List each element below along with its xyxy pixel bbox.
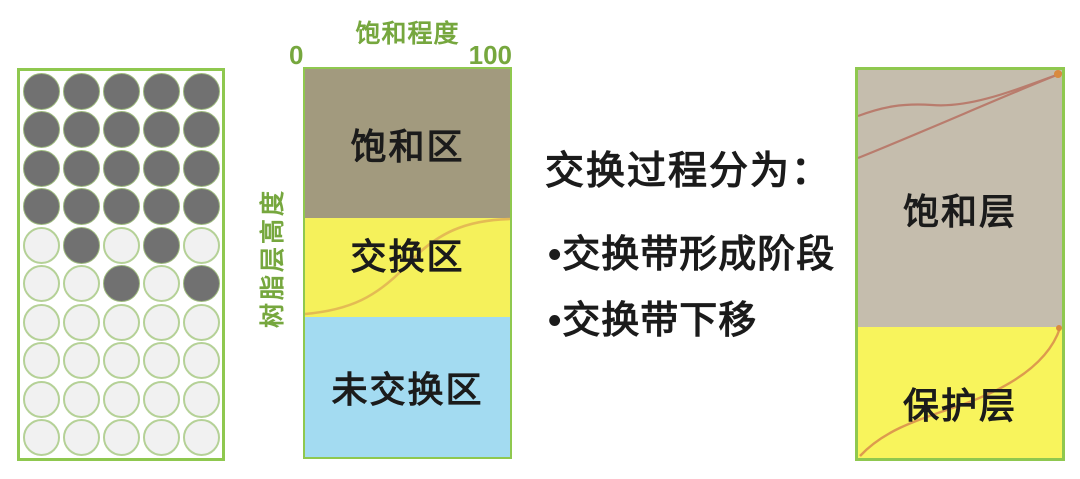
zone-exchange-label: 交换区	[350, 235, 465, 277]
saturated-bead	[62, 226, 100, 264]
bullet-exchange-band-formation: •交换带形成阶段	[548, 234, 836, 276]
saturated-bead	[102, 111, 140, 149]
saturated-bead	[142, 111, 180, 149]
saturation-degree-axis-title: 饱和程度	[355, 20, 460, 48]
saturated-bead	[102, 149, 140, 187]
resin-height-axis-label: 树脂层高度	[259, 187, 287, 329]
saturated-bead	[22, 72, 60, 110]
saturated-bead	[182, 188, 220, 226]
zone-unexchanged: 未交换区	[305, 317, 510, 457]
fresh-bead	[22, 419, 60, 457]
zone-saturated-label: 饱和区	[350, 125, 465, 167]
fresh-bead	[142, 265, 180, 303]
fresh-bead	[102, 419, 140, 457]
bullet-exchange-band-moves-down: •交换带下移	[548, 300, 758, 342]
fresh-bead	[22, 226, 60, 264]
fresh-bead	[102, 226, 140, 264]
saturated-bead	[142, 226, 180, 264]
fresh-bead	[182, 419, 220, 457]
fresh-bead	[62, 303, 100, 341]
saturation-profile-chart: 饱和区 交换区 未交换区	[303, 67, 512, 459]
saturated-bead	[22, 111, 60, 149]
bead-grid	[21, 72, 221, 457]
resin-bed-layers-panel: 饱和层 保护层	[855, 67, 1065, 461]
zone-saturated: 饱和区	[305, 69, 510, 218]
fresh-bead	[62, 265, 100, 303]
saturated-bead	[62, 111, 100, 149]
fresh-bead	[62, 380, 100, 418]
fresh-bead	[182, 226, 220, 264]
resin-bead-column	[17, 68, 225, 461]
zone-unexchanged-label: 未交换区	[331, 369, 484, 410]
fresh-bead	[62, 419, 100, 457]
process-heading: 交换过程分为：	[545, 150, 833, 193]
saturated-bead	[182, 265, 220, 303]
saturated-bead	[62, 188, 100, 226]
saturated-bead	[142, 149, 180, 187]
saturated-bead	[102, 188, 140, 226]
fresh-bead	[182, 342, 220, 380]
fresh-bead	[22, 303, 60, 341]
saturated-bead	[182, 111, 220, 149]
saturated-bead	[142, 188, 180, 226]
fresh-bead	[22, 342, 60, 380]
saturated-bead	[182, 149, 220, 187]
fresh-bead	[102, 380, 140, 418]
fresh-bead	[142, 380, 180, 418]
fresh-bead	[142, 419, 180, 457]
zone-exchange: 交换区	[305, 218, 510, 317]
axis-tick-min: 0	[289, 40, 304, 70]
fresh-bead	[102, 303, 140, 341]
fresh-bead	[182, 303, 220, 341]
saturated-bead	[142, 72, 180, 110]
layer-protective-label: 保护层	[902, 384, 1017, 426]
fresh-bead	[102, 342, 140, 380]
saturated-bead	[102, 265, 140, 303]
saturated-bead	[22, 188, 60, 226]
saturated-bead	[62, 149, 100, 187]
fresh-bead	[22, 265, 60, 303]
fresh-bead	[22, 380, 60, 418]
layer-protective: 保护层	[858, 327, 1062, 458]
layer-saturated-label: 饱和层	[902, 190, 1017, 232]
fresh-bead	[62, 342, 100, 380]
saturated-bead	[182, 72, 220, 110]
saturated-bead	[62, 72, 100, 110]
saturated-bead	[22, 149, 60, 187]
fresh-bead	[142, 342, 180, 380]
fresh-bead	[142, 303, 180, 341]
axis-tick-max: 100	[468, 40, 512, 70]
saturated-bead	[102, 72, 140, 110]
layer-saturated: 饱和层	[858, 70, 1062, 327]
fresh-bead	[182, 380, 220, 418]
